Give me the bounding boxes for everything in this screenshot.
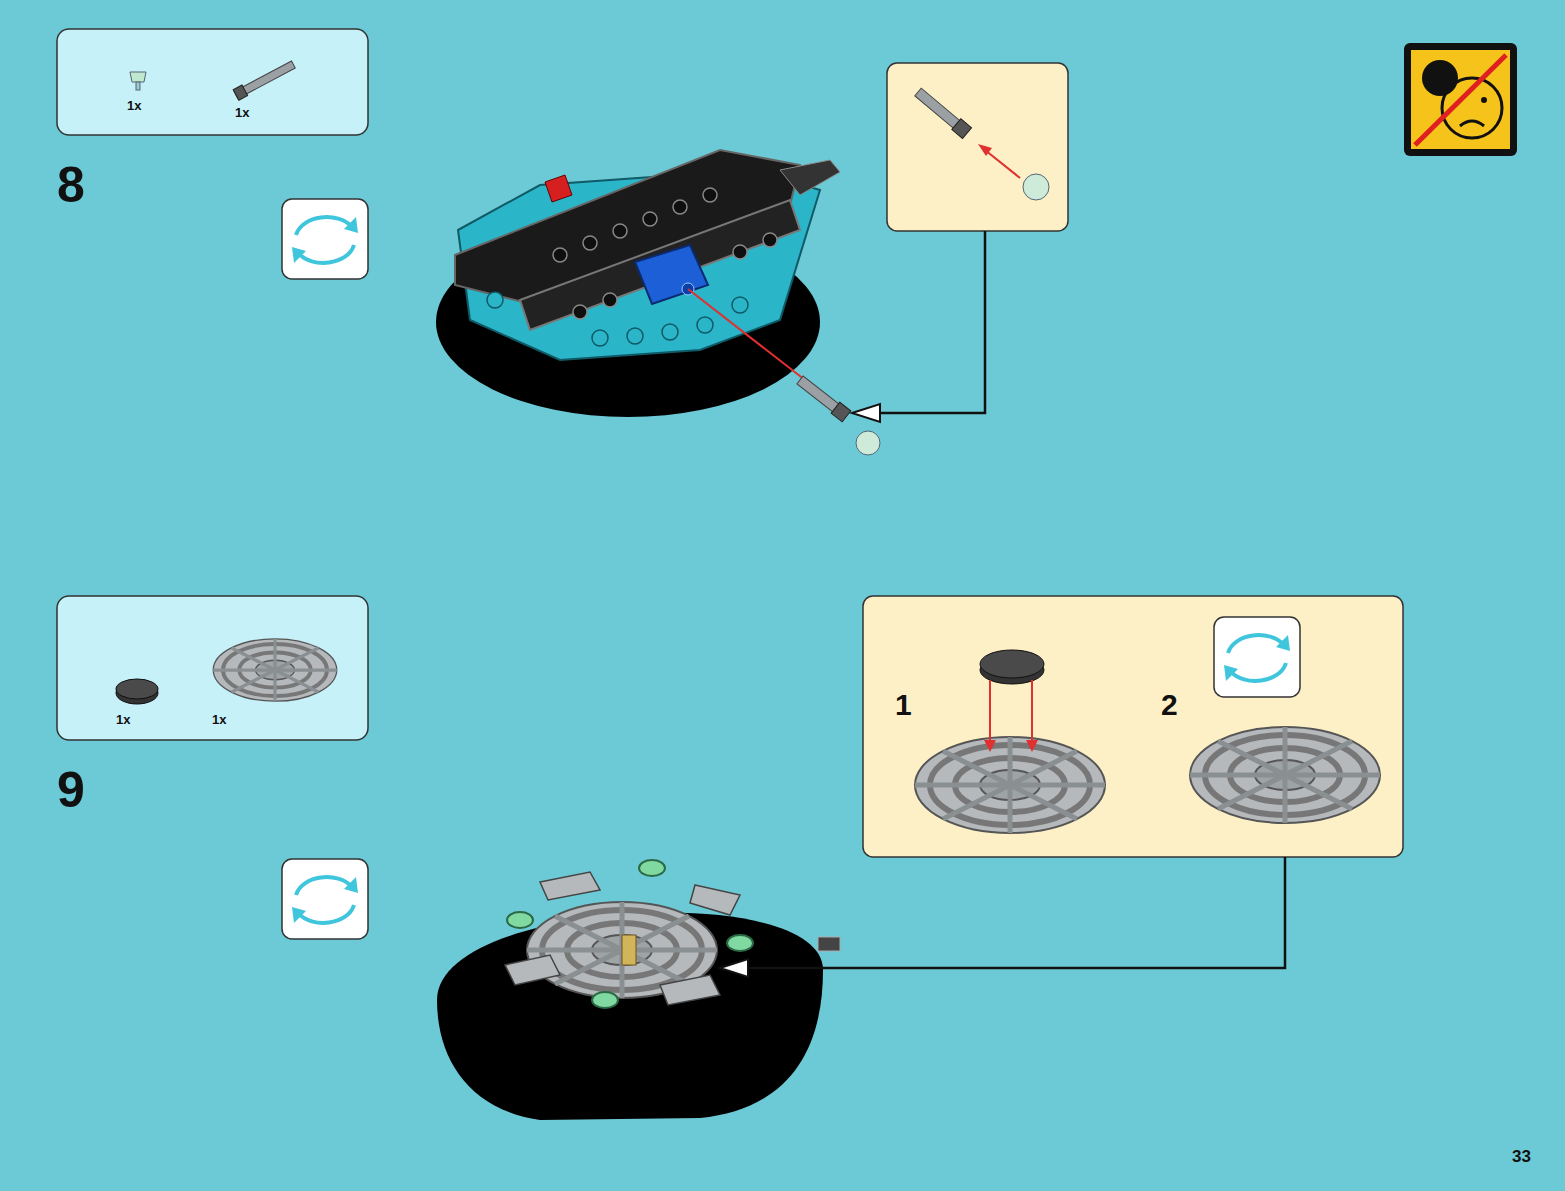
part-quantity: 1x: [212, 713, 226, 726]
sub-step-number: 1: [895, 690, 912, 720]
callout-box: 12: [863, 596, 1403, 857]
step-number: 8: [57, 160, 85, 210]
step-number: 9: [57, 765, 85, 815]
parts-box: 1x 1x: [57, 596, 368, 740]
parts-box: 1x 1x: [57, 29, 368, 135]
sub-step-number: 2: [1161, 690, 1178, 720]
page-number: 33: [1512, 1148, 1531, 1165]
part-quantity: 1x: [235, 106, 249, 119]
part-quantity: 1x: [116, 713, 130, 726]
part-quantity: 1x: [127, 99, 141, 112]
